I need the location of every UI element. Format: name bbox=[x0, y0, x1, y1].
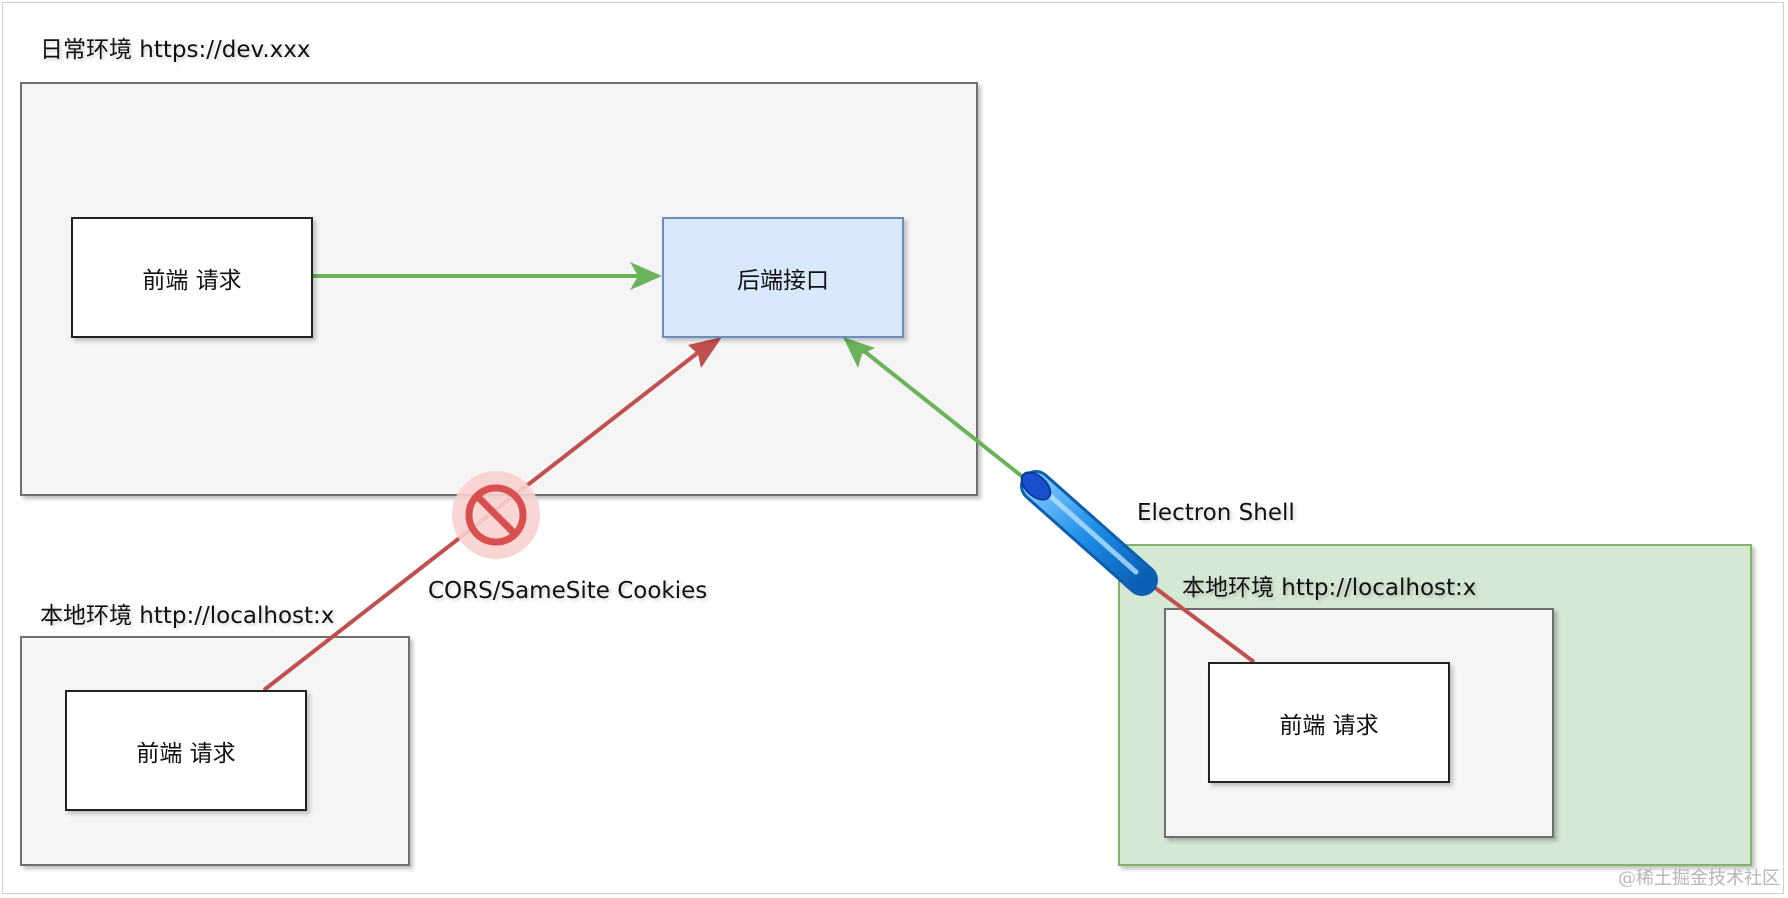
local-env-left-label: 本地环境 http://localhost:x bbox=[40, 603, 335, 629]
backend-api-text: 后端接口 bbox=[737, 267, 829, 294]
local-left-frontend-box: 前端 请求 bbox=[65, 690, 307, 811]
backend-api-box: 后端接口 bbox=[662, 217, 904, 338]
electron-shell-label: Electron Shell bbox=[1137, 500, 1295, 526]
daily-env-label: 日常环境 https://dev.xxx bbox=[40, 37, 311, 63]
local-right-frontend-box: 前端 请求 bbox=[1208, 662, 1450, 783]
local-env-right-label: 本地环境 http://localhost:x bbox=[1182, 575, 1477, 601]
watermark: @稀土掘金技术社区 bbox=[1618, 868, 1780, 889]
daily-frontend-text: 前端 请求 bbox=[142, 267, 242, 294]
forbidden-icon bbox=[452, 471, 540, 559]
cors-label: CORS/SameSite Cookies bbox=[428, 578, 708, 604]
allowed-arrow-daily bbox=[313, 262, 662, 290]
daily-frontend-box: 前端 请求 bbox=[71, 217, 313, 338]
local-left-frontend-text: 前端 请求 bbox=[136, 740, 236, 767]
shell-red-segment bbox=[1148, 582, 1256, 664]
allowed-arrow-shell bbox=[843, 337, 1026, 480]
pipe-icon bbox=[1020, 470, 1158, 596]
local-right-frontend-text: 前端 请求 bbox=[1279, 712, 1379, 739]
